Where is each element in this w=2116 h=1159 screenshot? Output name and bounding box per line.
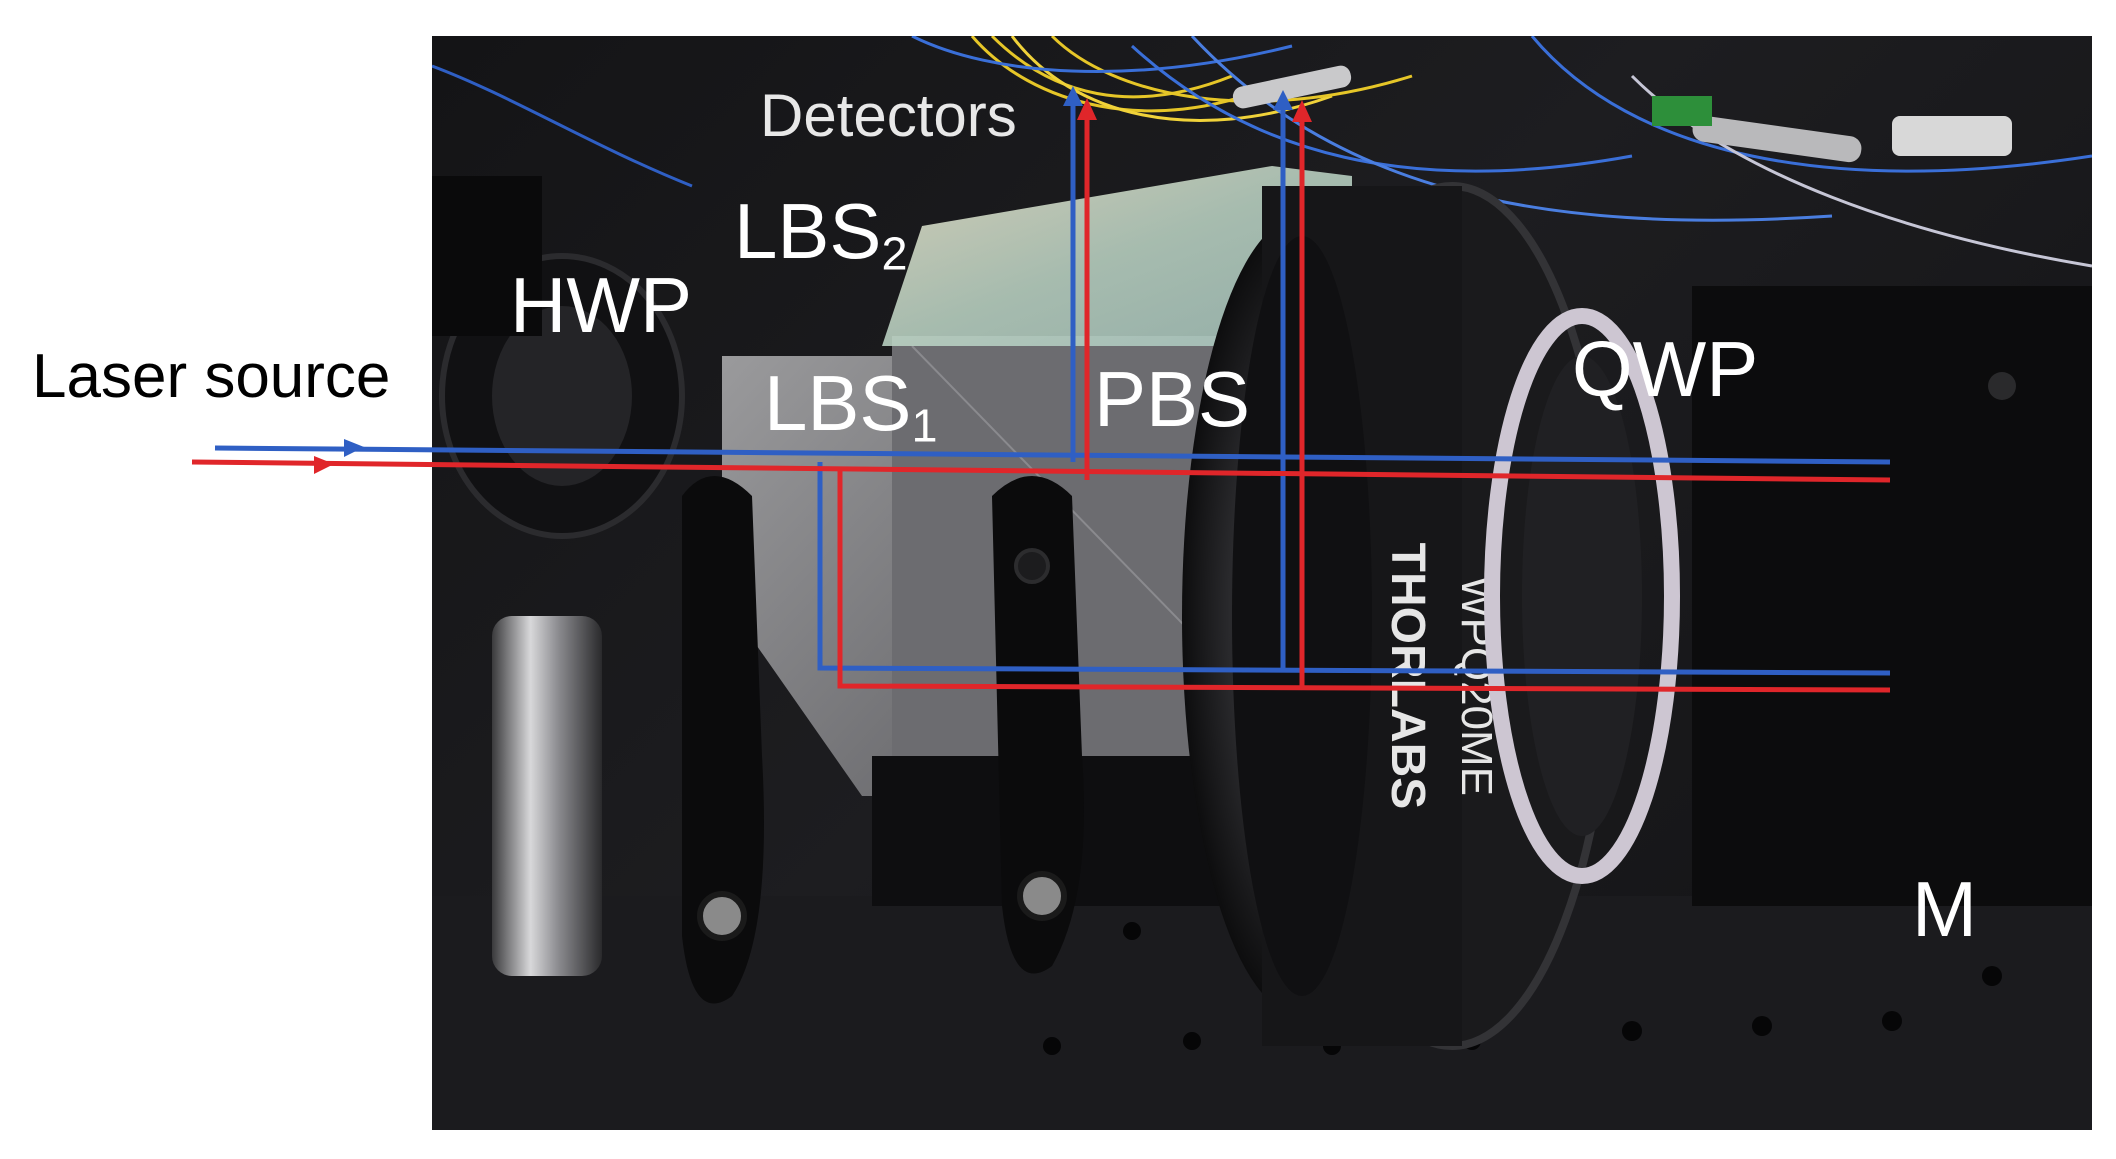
hwp-aperture: [492, 306, 632, 486]
fiber-connector: [1232, 65, 1352, 109]
optical-setup-photo: THORLABS WPQ20ME: [432, 36, 2092, 1130]
hwp-post: [492, 616, 602, 976]
mirror-label: M: [1912, 865, 1977, 953]
hwp-label: HWP: [510, 261, 692, 349]
red-arrowhead-input: [314, 456, 334, 474]
laser-source-label: Laser source: [32, 342, 391, 411]
clamp-arm-left: [682, 476, 764, 1004]
blue-arrowhead-input: [344, 439, 364, 457]
lbs2-label-main: LBS: [734, 187, 882, 275]
lbs2-label: LBS2: [734, 192, 907, 277]
blue-beam-input: [214, 445, 1891, 465]
lbs1-label-main: LBS: [764, 359, 912, 447]
mount-screw: [1988, 372, 2016, 400]
clamp-arm-right: [992, 476, 1084, 974]
fiber-connector: [1892, 116, 2012, 156]
blue-arrowhead-detector-1: [1063, 86, 1083, 106]
red-arrowhead-detector-1: [1077, 98, 1097, 120]
red-beam-return: [837, 470, 1891, 693]
blue-beam-return: [817, 462, 1891, 676]
fiber-connector: [1692, 115, 1862, 163]
lbs1-label-sub: 1: [911, 399, 938, 452]
pbs-label: PBS: [1094, 355, 1251, 443]
fiber-connector-green: [1652, 96, 1712, 126]
detectors-label: Detectors: [760, 82, 1017, 149]
red-beam-input: [191, 459, 1891, 483]
brand-engraving: THORLABS: [1381, 543, 1434, 810]
blue-arrowhead-detector-2: [1273, 90, 1293, 110]
red-arrowhead-detector-2: [1292, 100, 1312, 122]
mirror-mount: [1692, 286, 2092, 906]
clamp-screw: [1017, 871, 1067, 921]
qwp-label: QWP: [1572, 325, 1759, 413]
clamp-screw: [697, 891, 747, 941]
clamp-hole: [1014, 548, 1050, 584]
lbs2-label-sub: 2: [881, 227, 908, 280]
photo-drawing: THORLABS WPQ20ME: [432, 36, 2092, 1130]
left-mount-block: [432, 176, 542, 336]
mirror-ring: [1484, 308, 1680, 884]
lbs1-label: LBS1: [764, 364, 937, 449]
